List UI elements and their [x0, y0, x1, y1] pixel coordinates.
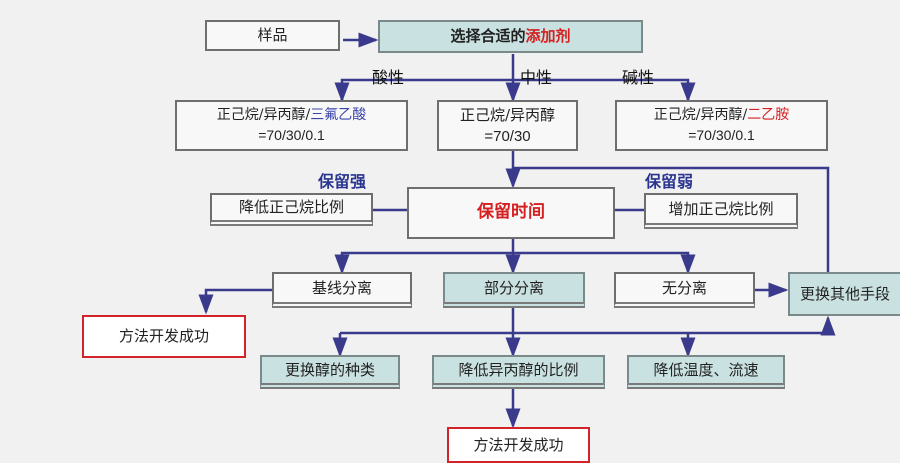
strong-retention-label: 保留强	[318, 172, 367, 191]
acidic-base: 正己烷/异丙醇/	[216, 106, 311, 123]
neutral-phase-box: 正己烷/异丙醇 =70/30	[437, 100, 578, 151]
optimize-box-alcohol: 更换醇的种类	[260, 355, 400, 389]
success-label-bottom: 方法开发成功	[473, 435, 564, 454]
basic-base: 正己烷/异丙醇/	[653, 106, 748, 123]
acidic-label: 酸性	[372, 68, 405, 87]
decrease-hexane-box: 降低正己烷比例	[210, 193, 373, 226]
optimize-ipa-label: 降低异丙醇的比例	[458, 360, 579, 379]
select-prefix: 选择合适的	[450, 27, 526, 45]
weak-retention-label: 保留弱	[645, 172, 694, 191]
optimize-box-ipa: 降低异丙醇的比例	[432, 355, 605, 389]
optimize-temp-label: 降低温度、流速	[653, 360, 759, 379]
neutral-ratio: =70/30	[484, 127, 531, 145]
baseline-separation-label: 基线分离	[311, 278, 372, 297]
partial-separation-box: 部分分离	[443, 272, 585, 308]
increase-hexane-label: 增加正己烷比例	[668, 199, 774, 218]
select-highlight: 添加剂	[525, 27, 571, 45]
optimize-box-temp: 降低温度、流速	[627, 355, 785, 389]
other-method-label: 更换其他手段	[800, 285, 891, 303]
acidic-phase-box: 正己烷/异丙醇/三氟乙酸 =70/30/0.1	[175, 100, 408, 151]
other-method-box: 更换其他手段	[788, 272, 900, 316]
increase-hexane-box: 增加正己烷比例	[644, 193, 798, 229]
baseline-separation-box: 基线分离	[272, 272, 412, 308]
success-box-left: 方法开发成功	[82, 315, 246, 358]
no-separation-label: 无分离	[661, 278, 707, 297]
success-box-bottom: 方法开发成功	[447, 427, 590, 463]
neutral-base: 正己烷/异丙醇	[459, 105, 556, 124]
acidic-ratio: =70/30/0.1	[258, 126, 325, 143]
no-separation-box: 无分离	[614, 272, 755, 308]
optimize-alcohol-label: 更换醇的种类	[284, 360, 375, 379]
basic-label: 碱性	[622, 68, 655, 87]
partial-separation-label: 部分分离	[483, 278, 544, 297]
decrease-hexane-label: 降低正己烷比例	[238, 198, 344, 216]
basic-additive: 二乙胺	[747, 106, 790, 123]
sample-box: 样品	[205, 20, 340, 51]
acidic-additive: 三氟乙酸	[310, 106, 367, 123]
sample-label: 样品	[257, 26, 288, 44]
success-label-left: 方法开发成功	[118, 327, 209, 345]
neutral-label: 中性	[520, 68, 553, 87]
basic-phase-box: 正己烷/异丙醇/二乙胺 =70/30/0.1	[615, 100, 828, 151]
retention-time-box: 保留时间	[407, 187, 615, 239]
basic-ratio: =70/30/0.1	[688, 126, 755, 143]
select-additive-box: 选择合适的添加剂	[378, 20, 643, 53]
retention-time-label: 保留时间	[477, 202, 545, 223]
